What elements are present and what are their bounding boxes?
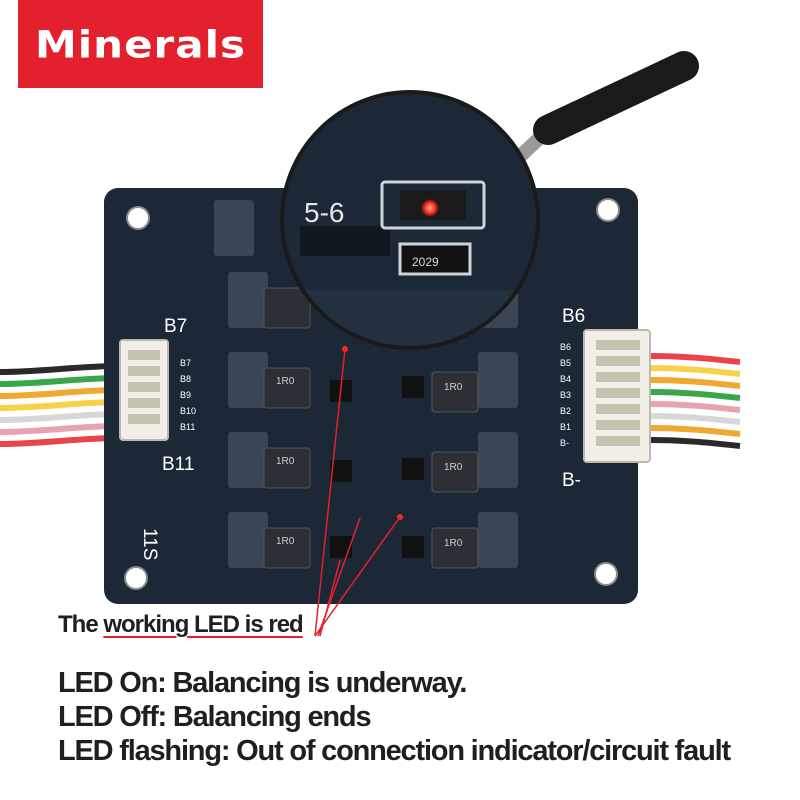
- inductor-mark: 1R0: [444, 462, 463, 473]
- led-flashing-description: LED flashing: Out of connection indicato…: [58, 735, 731, 767]
- left-pin-label: B10: [180, 406, 196, 416]
- brand-name: Minerals: [34, 21, 247, 67]
- magnifier-lens: 2029 5-6: [280, 90, 540, 350]
- left-pin-label: B8: [180, 374, 191, 384]
- left-pin-label: B9: [180, 390, 191, 400]
- led-off-description: LED Off: Balancing ends: [58, 701, 372, 733]
- inductor-mark: 1R0: [276, 536, 295, 547]
- brand-logo: Minerals: [18, 0, 263, 88]
- left-pin-label: B11: [180, 422, 195, 432]
- right-pin-label: B1: [560, 422, 571, 432]
- zoom-channel-label: 5-6: [304, 197, 344, 228]
- left-connector-bottom-label: B11: [162, 454, 194, 475]
- led-caption: The working LED is red: [58, 611, 304, 639]
- magnifier-handle: [507, 51, 699, 169]
- right-pin-label: B3: [560, 390, 571, 400]
- led-on-description: LED On: Balancing is underway.: [58, 667, 467, 699]
- right-connector-bottom-label: B-: [562, 470, 581, 491]
- inductor-mark: 1R0: [444, 538, 463, 549]
- annotation-lines: [314, 348, 401, 637]
- led-zoomed: [421, 199, 439, 217]
- left-wire-harness: [0, 363, 121, 447]
- right-connector-top-label: B6: [562, 306, 585, 327]
- zoom-component-label: 2029: [412, 255, 439, 269]
- right-pin-label: B5: [560, 358, 571, 368]
- right-pin-label: B2: [560, 406, 571, 416]
- caption-underlined: working LED is red: [103, 611, 303, 638]
- right-pin-label: B4: [560, 374, 571, 384]
- right-pin-label: B6: [560, 342, 571, 352]
- left-connector-top-label: B7: [164, 316, 187, 337]
- board-model-text: 11S: [139, 528, 160, 560]
- right-wire-harness: [649, 353, 741, 449]
- inductor-mark: 1R0: [276, 376, 295, 387]
- right-pin-label: B-: [560, 438, 569, 448]
- caption-prefix: The: [58, 611, 104, 638]
- inductor-mark: 1R0: [444, 382, 463, 393]
- inductor-mark: 1R0: [276, 456, 295, 467]
- left-pin-label: B7: [180, 358, 191, 368]
